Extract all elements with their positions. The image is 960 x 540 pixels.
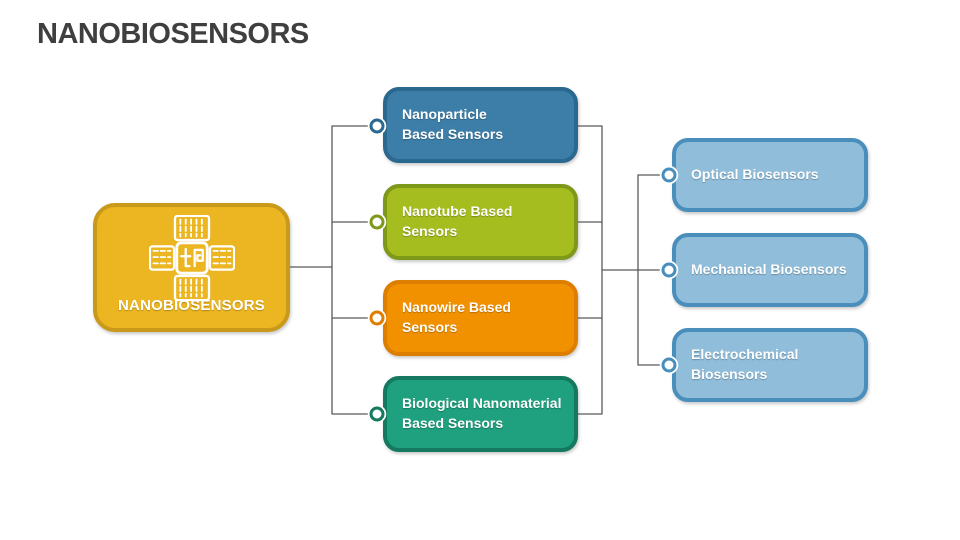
nanobiosensor-chip-icon xyxy=(148,214,235,306)
node-label: Nanoparticle Based Sensors xyxy=(402,106,504,142)
connector-dot-nanoparticle xyxy=(369,118,385,134)
node-electrochemical-biosensors[interactable]: Electrochemical Biosensors xyxy=(672,328,868,402)
node-mechanical-biosensors[interactable]: Mechanical Biosensors xyxy=(672,233,868,307)
node-label: Nanowire Based Sensors xyxy=(402,299,511,335)
node-nanoparticle-based-sensors[interactable]: Nanoparticle Based Sensors xyxy=(383,87,578,163)
node-label: Optical Biosensors xyxy=(691,166,819,183)
node-label: Biological Nanomaterial Based Sensors xyxy=(402,395,562,431)
node-optical-biosensors[interactable]: Optical Biosensors xyxy=(672,138,868,212)
node-nanowire-based-sensors[interactable]: Nanowire Based Sensors xyxy=(383,280,578,356)
connector-lines xyxy=(290,125,662,415)
connector-dot-biological xyxy=(369,406,385,422)
node-nanotube-based-sensors[interactable]: Nanotube Based Sensors xyxy=(383,184,578,260)
node-label: Nanotube Based Sensors xyxy=(402,203,513,239)
connector-dot-nanotube xyxy=(369,214,385,230)
node-biological-nanomaterial-based-sensors[interactable]: Biological Nanomaterial Based Sensors xyxy=(383,376,578,452)
slide-title: NANOBIOSENSORS xyxy=(37,18,309,50)
node-label: Mechanical Biosensors xyxy=(691,261,847,278)
connector-dot-nanowire xyxy=(369,310,385,326)
node-nanobiosensors-root[interactable]: NANOBIOSENSORS xyxy=(93,203,290,332)
node-label: Electrochemical Biosensors xyxy=(691,346,799,382)
node-label: NANOBIOSENSORS xyxy=(118,297,265,314)
